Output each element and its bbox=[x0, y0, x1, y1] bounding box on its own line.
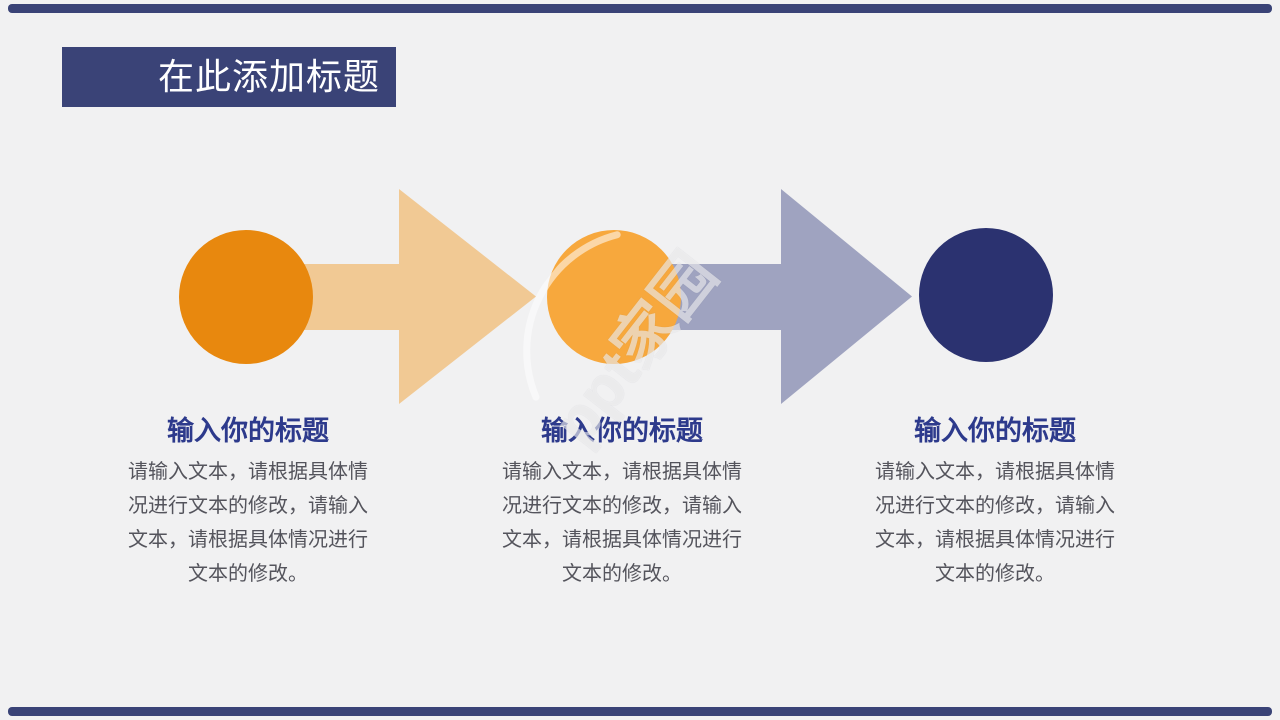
body-line: 况进行文本的修改，请输入 bbox=[875, 495, 1115, 517]
body-line: 文本的修改。 bbox=[935, 563, 1055, 585]
text-column-1: 输入你的标题 请输入文本，请根据具体情 况进行文本的修改，请输入 文本，请根据具… bbox=[108, 414, 388, 591]
slide-title-box: 在此添加标题 bbox=[62, 47, 396, 107]
body-line: 文本，请根据具体情况进行 bbox=[128, 529, 368, 551]
step-circle-2 bbox=[547, 230, 681, 364]
bottom-accent-bar bbox=[8, 707, 1272, 716]
body-line: 文本，请根据具体情况进行 bbox=[875, 529, 1115, 551]
step-circle-1 bbox=[179, 230, 313, 364]
text-column-3: 输入你的标题 请输入文本，请根据具体情 况进行文本的修改，请输入 文本，请根据具… bbox=[855, 414, 1135, 591]
column-title: 输入你的标题 bbox=[914, 416, 1076, 446]
flow-arrow-1-head bbox=[399, 189, 536, 404]
slide-title: 在此添加标题 bbox=[158, 56, 381, 97]
top-accent-bar bbox=[8, 4, 1272, 13]
body-line: 请输入文本，请根据具体情 bbox=[128, 461, 368, 483]
step-circle-3 bbox=[919, 228, 1053, 362]
text-column-2: 输入你的标题 请输入文本，请根据具体情 况进行文本的修改，请输入 文本，请根据具… bbox=[482, 414, 762, 591]
body-line: 文本的修改。 bbox=[562, 563, 682, 585]
column-title: 输入你的标题 bbox=[167, 416, 329, 446]
column-title: 输入你的标题 bbox=[541, 416, 703, 446]
body-line: 请输入文本，请根据具体情 bbox=[502, 461, 742, 483]
body-line: 况进行文本的修改，请输入 bbox=[502, 495, 742, 517]
body-line: 文本，请根据具体情况进行 bbox=[502, 529, 742, 551]
body-line: 况进行文本的修改，请输入 bbox=[128, 495, 368, 517]
body-line: 请输入文本，请根据具体情 bbox=[875, 461, 1115, 483]
flow-arrow-2-head bbox=[781, 189, 912, 404]
body-line: 文本的修改。 bbox=[188, 563, 308, 585]
